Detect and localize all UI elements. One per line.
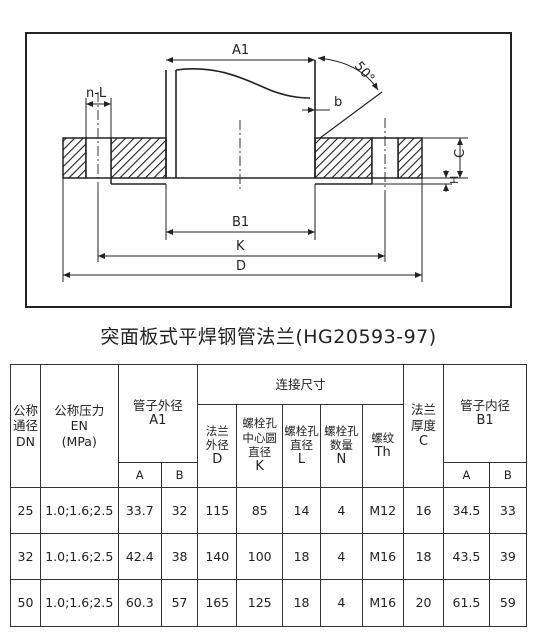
- cell-c: 20: [402, 579, 445, 627]
- label-b: b: [334, 95, 342, 110]
- table-row: 25 1.0;1.6;2.5 33.7 32 115 85 14 4 M12 1…: [10, 487, 528, 534]
- header-a1-b: B: [160, 462, 199, 488]
- cell-pn: 1.0;1.6;2.5: [39, 533, 119, 580]
- pipe-outline: [165, 60, 316, 179]
- cell-n: 4: [320, 579, 363, 627]
- cell-l: 18: [281, 579, 322, 627]
- cell-b1-a: 61.5: [443, 579, 490, 627]
- label-a1: A1: [232, 43, 249, 58]
- flange-dimension-table: 公称 通径 DN 公称压力 EN (MPa) 管子外径 A1 连接尺寸 法兰 厚…: [10, 364, 528, 627]
- cell-dn: 50: [10, 579, 41, 627]
- cell-a1-b: 38: [160, 533, 199, 580]
- cell-l: 14: [281, 487, 322, 534]
- weld-leader: [319, 91, 383, 139]
- cell-b1-b: 33: [488, 487, 528, 534]
- cell-k: 100: [236, 533, 283, 580]
- header-c: 法兰 厚度 C: [402, 364, 445, 488]
- header-b1: 管子内径 B1: [443, 364, 527, 463]
- drawing-frame: [25, 32, 512, 308]
- label-c: C: [453, 149, 468, 158]
- cell-b1-b: 59: [488, 579, 528, 627]
- label-angle: 50°: [351, 59, 377, 86]
- cell-th: M16: [361, 579, 404, 627]
- cell-n: 4: [320, 533, 363, 580]
- flange-drawing: A1 B1 K D n-L b C H 50°: [25, 32, 512, 308]
- cell-dn: 32: [10, 533, 41, 580]
- cell-k: 85: [236, 487, 283, 534]
- cell-d: 165: [197, 579, 238, 627]
- cell-a1-b: 57: [160, 579, 199, 627]
- label-d: D: [236, 259, 246, 274]
- cell-a1-a: 60.3: [117, 579, 162, 627]
- cell-c: 18: [402, 533, 445, 580]
- cell-pn: 1.0;1.6;2.5: [39, 579, 119, 627]
- cell-b1-a: 34.5: [443, 487, 490, 534]
- header-b1-a: A: [443, 462, 490, 488]
- header-a1: 管子外径 A1: [117, 364, 199, 463]
- cell-th: M12: [361, 487, 404, 534]
- cell-dn: 25: [10, 487, 41, 534]
- cell-n: 4: [320, 487, 363, 534]
- header-b1-b: B: [488, 462, 528, 488]
- cell-k: 125: [236, 579, 283, 627]
- cell-b1-a: 43.5: [443, 533, 490, 580]
- header-connection: 连接尺寸: [197, 364, 404, 405]
- label-k: K: [236, 239, 245, 254]
- header-l: 螺栓孔 直径 L: [281, 404, 322, 488]
- center-lines: [97, 92, 386, 192]
- header-th: 螺纹 Th: [361, 404, 404, 488]
- cell-a1-a: 42.4: [117, 533, 162, 580]
- cell-b1-b: 39: [488, 533, 528, 580]
- header-pn: 公称压力 EN (MPa): [39, 364, 119, 488]
- cell-th: M16: [361, 533, 404, 580]
- dimension-lines: [62, 55, 468, 282]
- table-row: 32 1.0;1.6;2.5 42.4 38 140 100 18 4 M16 …: [10, 533, 528, 580]
- header-dn: 公称 通径 DN: [10, 364, 41, 488]
- cell-d: 115: [197, 487, 238, 534]
- page-title: 突面板式平焊钢管法兰(HG20593-97): [100, 326, 437, 348]
- header-d: 法兰 外径 D: [197, 404, 238, 488]
- label-b1: B1: [232, 215, 249, 230]
- cell-d: 140: [197, 533, 238, 580]
- header-n: 螺栓孔 数量 N: [320, 404, 363, 488]
- flange-section: [62, 137, 423, 185]
- header-k: 螺栓孔 中心圆 直径 K: [236, 404, 283, 488]
- header-a1-a: A: [117, 462, 162, 488]
- label-h: H: [448, 176, 461, 184]
- cell-c: 16: [402, 487, 445, 534]
- cell-l: 18: [281, 533, 322, 580]
- cell-a1-b: 32: [160, 487, 199, 534]
- cell-pn: 1.0;1.6;2.5: [39, 487, 119, 534]
- label-nl: n-L: [86, 86, 107, 101]
- cell-a1-a: 33.7: [117, 487, 162, 534]
- table-row: 50 1.0;1.6;2.5 60.3 57 165 125 18 4 M16 …: [10, 579, 528, 627]
